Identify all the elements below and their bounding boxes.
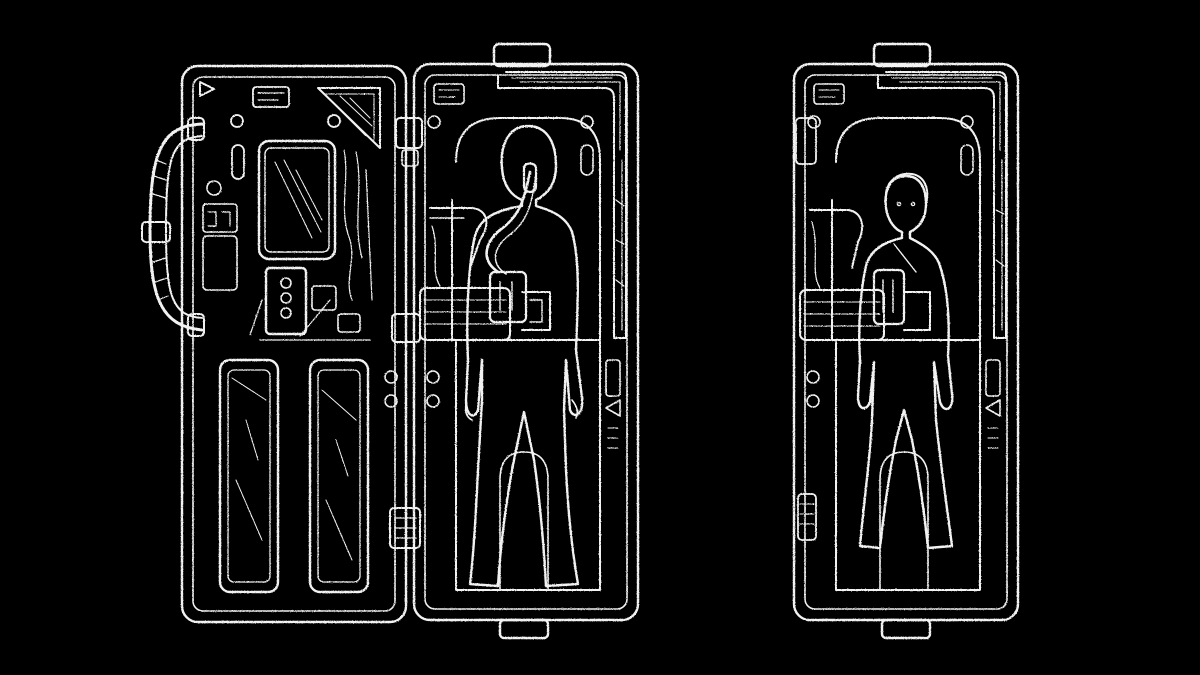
bottom-tab <box>880 618 932 640</box>
tank-module <box>419 170 551 341</box>
open-case-assembly <box>141 42 640 640</box>
frame-channel <box>497 71 627 339</box>
display-screen <box>257 139 337 261</box>
top-tab <box>492 42 552 68</box>
breathing-hose <box>485 170 532 274</box>
carry-handle <box>141 117 205 337</box>
control-block <box>264 266 308 336</box>
label-plate-icon <box>252 86 290 108</box>
child-figure <box>856 172 954 550</box>
triangular-chamber <box>317 87 381 149</box>
arrow-icon <box>199 81 215 97</box>
top-tab <box>872 42 932 68</box>
breathing-mask-icon <box>522 162 538 194</box>
storage-compartment-right <box>308 358 370 594</box>
bottom-tab <box>498 618 550 640</box>
body-tray <box>412 42 640 640</box>
adult-figure <box>464 124 584 588</box>
tank-module <box>799 209 931 341</box>
storage-compartment-left <box>218 358 280 594</box>
child-tray-assembly <box>792 42 1020 640</box>
case-lid <box>180 64 408 624</box>
